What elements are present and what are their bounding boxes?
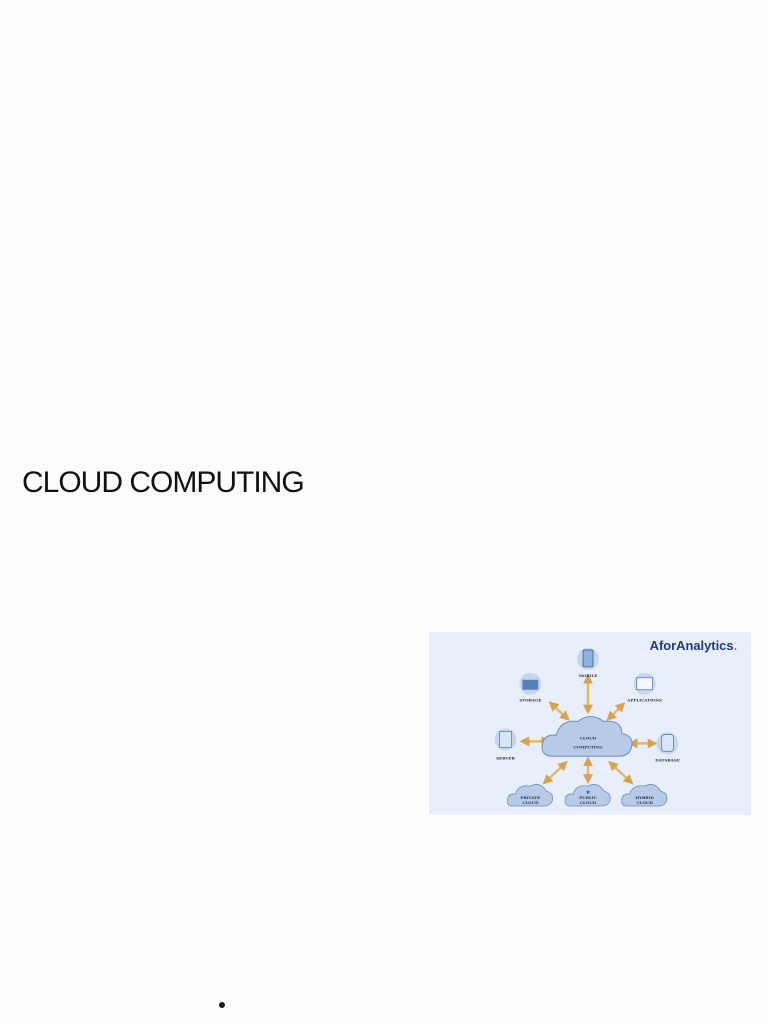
node-server: SERVER bbox=[494, 728, 517, 760]
node-mobile: MOBILE bbox=[577, 647, 599, 678]
arrows bbox=[519, 673, 658, 785]
svg-text:PRIVATE: PRIVATE bbox=[520, 795, 540, 800]
svg-text:STORAGE: STORAGE bbox=[519, 698, 541, 703]
svg-text:CLOUD: CLOUD bbox=[580, 800, 597, 805]
center-cloud: CLOUD COMPUTING bbox=[541, 716, 633, 757]
bullet-point bbox=[219, 1002, 225, 1008]
mobile-icon bbox=[582, 649, 594, 668]
node-public-cloud: ★ PUBLIC CLOUD bbox=[564, 784, 611, 807]
node-storage: STORAGE bbox=[519, 672, 541, 703]
svg-text:MOBILE: MOBILE bbox=[579, 673, 598, 678]
node-hybrid-cloud: HYBRID CLOUD bbox=[621, 784, 668, 807]
cloud-computing-diagram: AforAnalytics. CLOUD COMPUTING MOBILE ST… bbox=[429, 632, 751, 815]
svg-text:CLOUD: CLOUD bbox=[637, 800, 654, 805]
svg-text:PUBLIC: PUBLIC bbox=[579, 795, 597, 800]
svg-text:APPLICATIONS: APPLICATIONS bbox=[626, 698, 662, 703]
svg-text:SERVER: SERVER bbox=[496, 755, 515, 760]
node-applications: APPLICATIONS bbox=[626, 672, 662, 703]
brand-logo: AforAnalytics. bbox=[650, 638, 738, 653]
svg-text:CLOUD: CLOUD bbox=[522, 800, 539, 805]
storage-icon bbox=[522, 679, 539, 690]
svg-text:DATABASE: DATABASE bbox=[655, 757, 679, 762]
svg-text:HYBRID: HYBRID bbox=[635, 795, 654, 800]
node-database: DATABASE bbox=[655, 732, 680, 762]
applications-icon bbox=[636, 677, 654, 691]
svg-text:CLOUD: CLOUD bbox=[580, 735, 597, 740]
database-icon bbox=[661, 734, 674, 752]
node-private-cloud: PRIVATE CLOUD bbox=[506, 784, 554, 807]
page-title: CLOUD COMPUTING bbox=[22, 466, 305, 499]
server-icon bbox=[499, 731, 512, 748]
star-icon: ★ bbox=[585, 789, 590, 796]
svg-text:COMPUTING: COMPUTING bbox=[573, 744, 603, 749]
